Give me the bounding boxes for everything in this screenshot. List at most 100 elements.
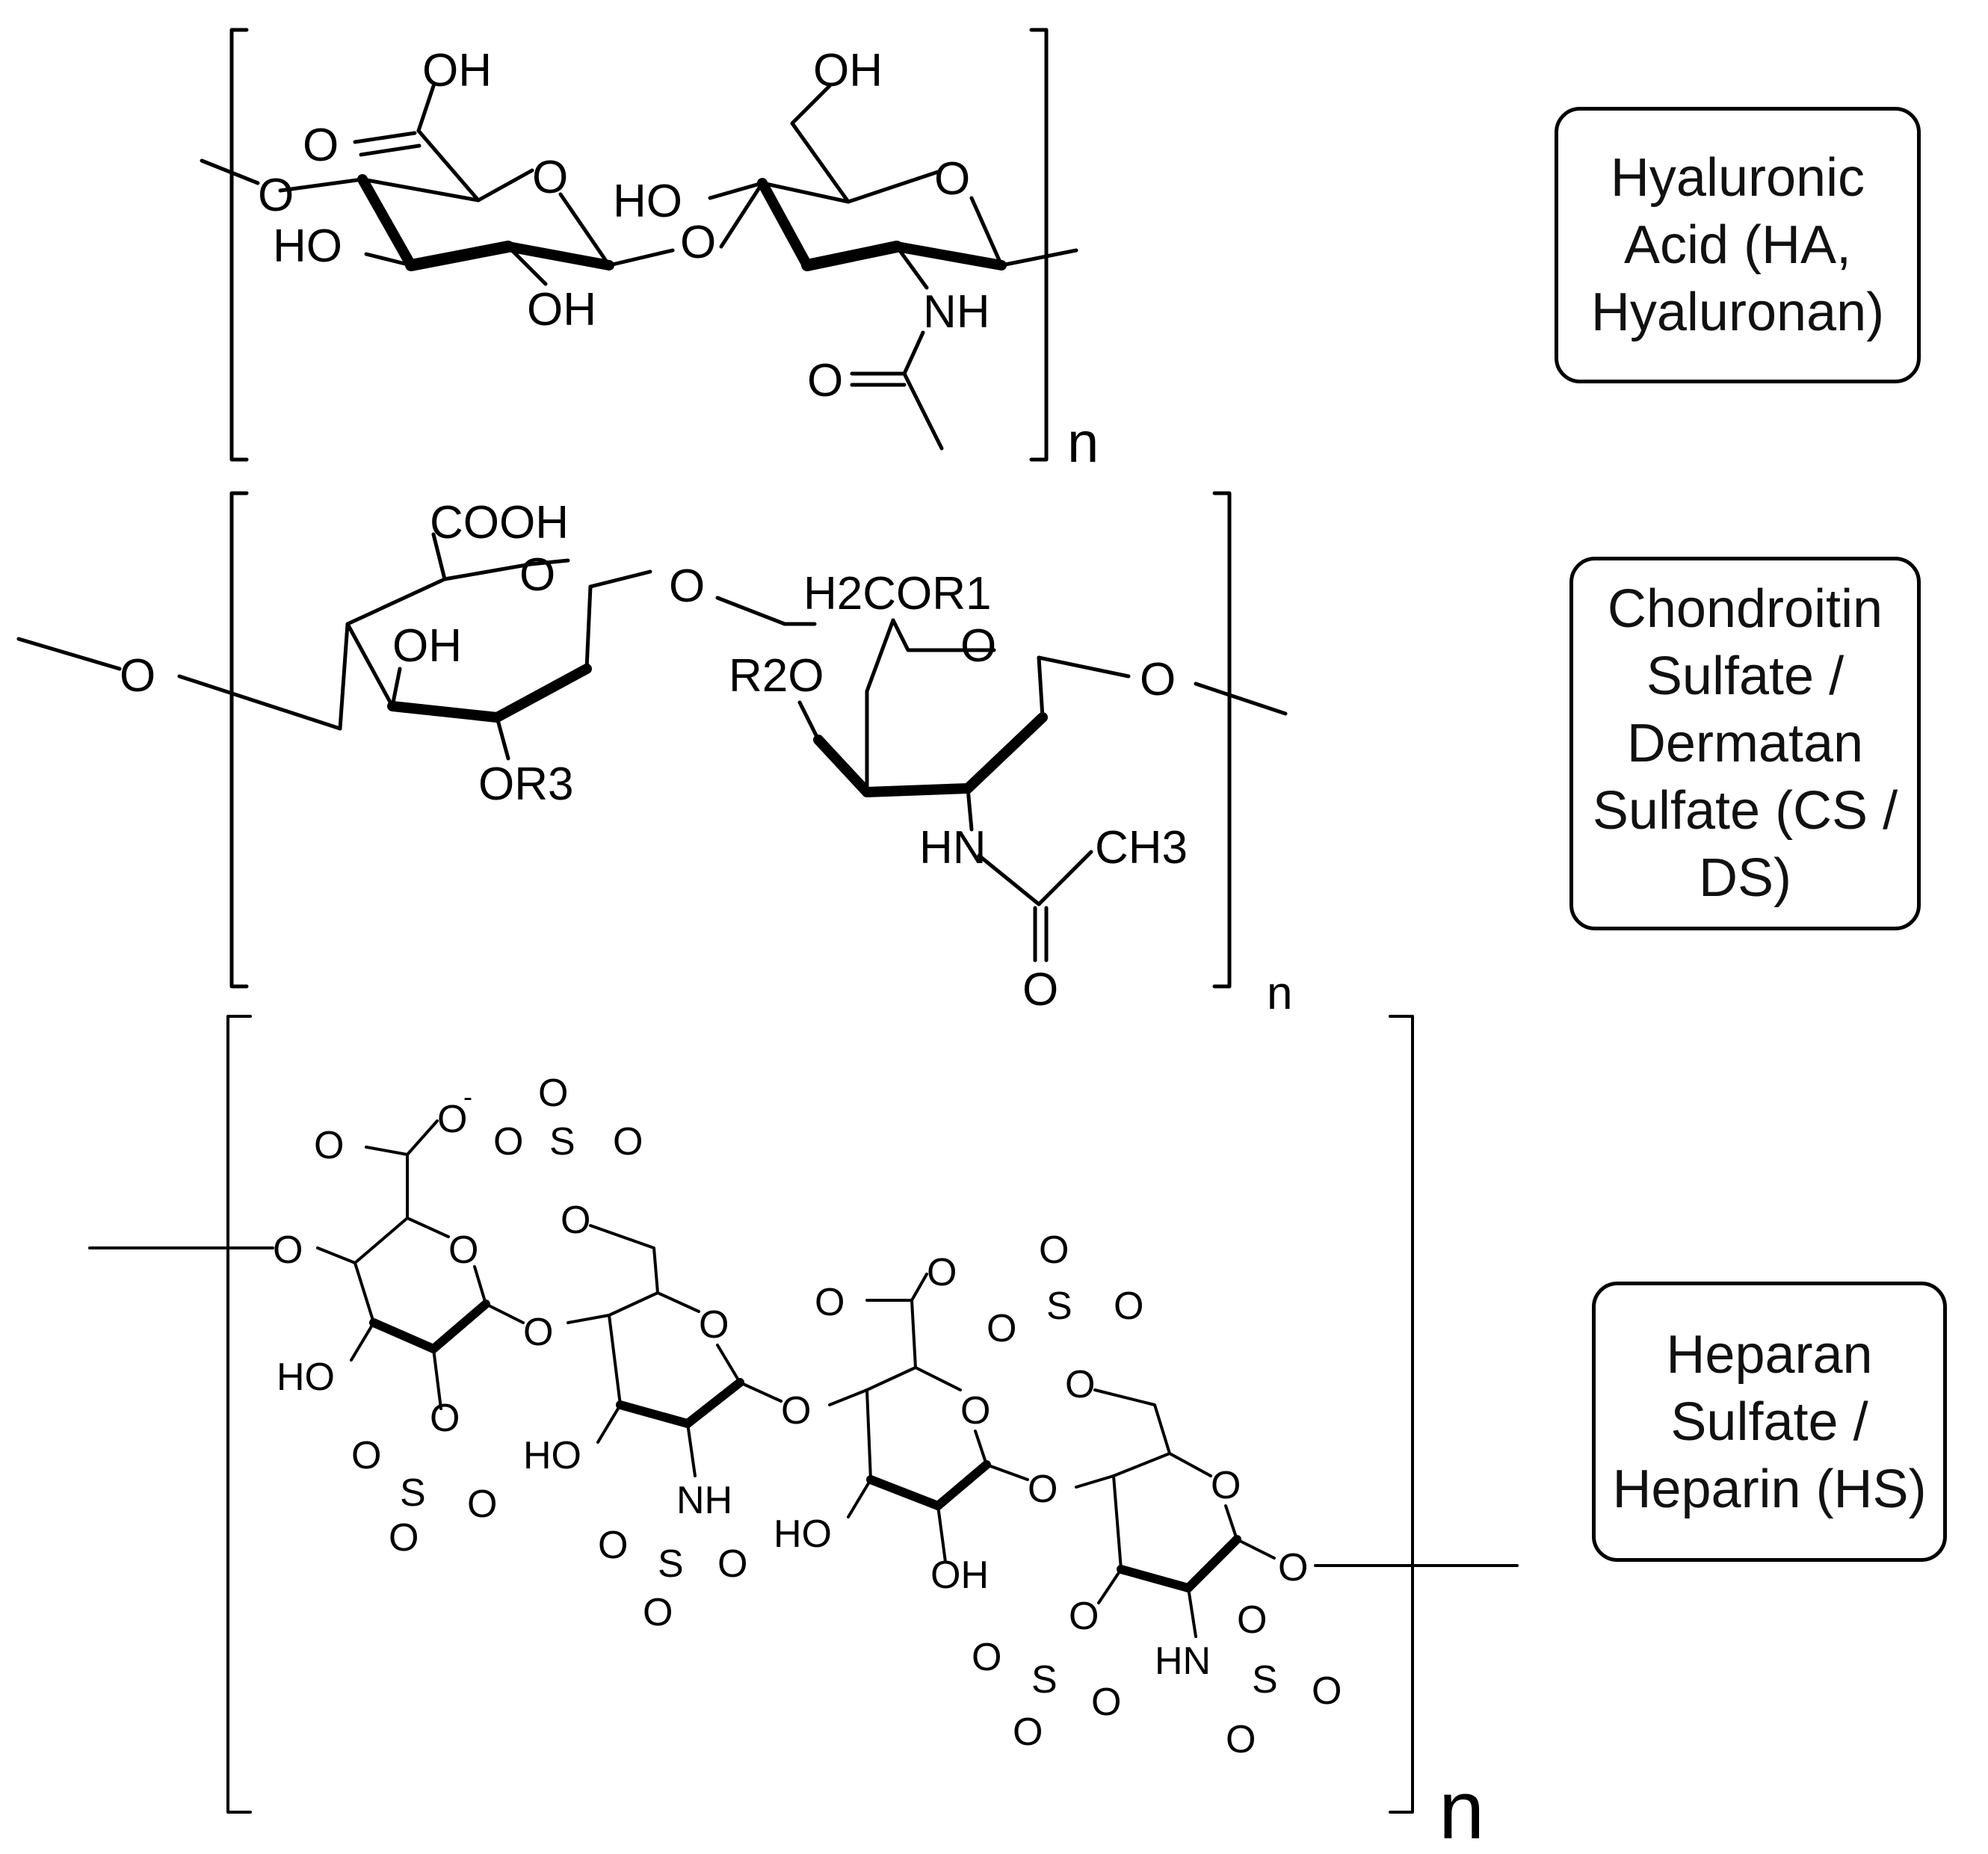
molecule-name: Chondroitin Sulfate / Dermatan Sulfate (… — [1593, 575, 1898, 912]
name-line: Hyaluronic — [1610, 148, 1865, 208]
atom-label: O — [1278, 1546, 1308, 1589]
hyaluronic-acid-labels: OH O O O HO OH O OH HO O NH O n — [258, 45, 1099, 475]
atom-label: O — [717, 1542, 747, 1586]
name-box-hyaluronic-acid: Hyaluronic Acid (HA, Hyaluronan) — [1555, 107, 1921, 383]
atom-label: O — [1065, 1363, 1095, 1406]
atom-label: O — [523, 1311, 553, 1354]
heparan-sulfate-labels: O O O O - HO O O S O O O O O O S O O HO … — [273, 1072, 1484, 1854]
atom-label: O — [519, 549, 555, 601]
atom-label: O — [258, 170, 294, 221]
atom-label: O — [927, 1251, 957, 1294]
atom-label: COOH — [430, 497, 569, 549]
name-line: Sulfate / — [1646, 646, 1845, 706]
atom-label: O — [1028, 1468, 1058, 1511]
charge-label: - — [463, 1081, 472, 1112]
name-line: Hyaluronan) — [1590, 282, 1885, 342]
atom-label: O — [1091, 1681, 1121, 1724]
name-line: Acid (HA, — [1623, 215, 1852, 275]
atom-label: S — [1046, 1285, 1072, 1328]
atom-label: O — [467, 1483, 497, 1526]
atom-label: S — [658, 1542, 684, 1586]
molecule-name: Heparan Sulfate / Heparin (HS) — [1612, 1321, 1926, 1523]
atom-label: HO — [523, 1434, 581, 1477]
atom-label: O — [1069, 1595, 1099, 1638]
atom-label: O — [1237, 1598, 1267, 1642]
atom-label: OH — [527, 284, 596, 336]
atom-label: O — [960, 620, 996, 672]
repeat-unit-n: n — [1439, 1764, 1484, 1854]
name-line: Sulfate / — [1670, 1391, 1868, 1452]
atom-label: O — [532, 152, 568, 203]
atom-label: O — [781, 1389, 811, 1433]
bracket-right — [1389, 1015, 1414, 1814]
chondroitin-sulfate-structure — [16, 491, 1288, 989]
atom-label: O — [538, 1072, 568, 1115]
atom-label: O — [430, 1397, 460, 1440]
atom-label: O — [437, 1098, 467, 1141]
name-line: Heparan — [1666, 1324, 1873, 1385]
repeat-unit-n: n — [1067, 411, 1099, 475]
name-line: Sulfate (CS / — [1592, 781, 1898, 841]
atom-label: O — [972, 1636, 1001, 1679]
atom-label: O — [448, 1229, 478, 1272]
atom-label: O — [613, 1120, 643, 1164]
atom-label: HN — [919, 822, 987, 874]
bracket-left — [229, 491, 249, 989]
bracket-right — [1212, 491, 1232, 989]
atom-label: HO — [613, 176, 682, 227]
atom-label: O — [598, 1524, 628, 1567]
atom-label: O — [1022, 964, 1058, 1016]
atom-label: O — [1312, 1669, 1342, 1713]
atom-label: HN — [1155, 1640, 1211, 1683]
atom-label: O — [120, 650, 155, 702]
atom-label: O — [680, 217, 716, 268]
name-line: Dermatan — [1626, 714, 1864, 773]
atom-label: HO — [273, 220, 342, 272]
name-line: Heparin (HS) — [1612, 1459, 1927, 1519]
atom-label: O — [314, 1124, 344, 1167]
atom-label: S — [549, 1120, 575, 1164]
atom-label: O — [303, 120, 339, 171]
chondroitin-sulfate-labels: COOH O OH OR3 O O H2COR1 O R2O O HN CH3 … — [120, 497, 1292, 1019]
atom-label: OH — [930, 1554, 989, 1597]
atom-label: O — [273, 1229, 303, 1272]
bracket-left — [229, 28, 249, 462]
atom-label: R2O — [729, 650, 824, 702]
atom-label: O — [1211, 1464, 1241, 1507]
atom-label: O — [493, 1120, 523, 1164]
atom-label: O — [934, 153, 970, 205]
atom-label: S — [400, 1471, 426, 1515]
atom-label: HO — [774, 1512, 832, 1556]
atom-label: O — [351, 1434, 381, 1477]
atom-label: O — [815, 1281, 845, 1324]
atom-label: S — [1031, 1658, 1058, 1702]
hyaluronic-acid-structure — [200, 28, 1078, 462]
atom-label: HO — [277, 1356, 335, 1399]
name-box-heparan-sulfate: Heparan Sulfate / Heparin (HS) — [1592, 1282, 1947, 1562]
atom-label: O — [1013, 1711, 1043, 1754]
atom-label: O — [987, 1307, 1016, 1350]
atom-label: O — [699, 1303, 729, 1347]
bracket-left — [226, 1015, 252, 1814]
repeat-unit-n: n — [1267, 968, 1292, 1019]
heparan-sulfate-structure — [88, 1015, 1519, 1814]
atom-label: O — [389, 1516, 419, 1560]
atom-label: OH — [392, 620, 462, 672]
atom-label: O — [807, 355, 843, 407]
bracket-right — [1029, 28, 1049, 462]
atom-label: O — [1140, 654, 1176, 705]
atom-label: OH — [813, 45, 883, 96]
molecule-name: Hyaluronic Acid (HA, Hyaluronan) — [1591, 144, 1884, 346]
atom-label: NH — [923, 286, 990, 338]
atom-label: CH3 — [1095, 822, 1188, 874]
name-line: DS) — [1698, 848, 1791, 908]
atom-label: O — [1226, 1718, 1256, 1761]
atom-label: O — [643, 1591, 673, 1634]
atom-label: OR3 — [478, 758, 573, 810]
atom-label: H2COR1 — [803, 568, 992, 619]
atom-label: O — [669, 560, 705, 612]
name-line: Chondroitin — [1607, 579, 1883, 639]
atom-label: OH — [422, 45, 492, 96]
name-box-chondroitin-sulfate: Chondroitin Sulfate / Dermatan Sulfate (… — [1569, 557, 1921, 930]
